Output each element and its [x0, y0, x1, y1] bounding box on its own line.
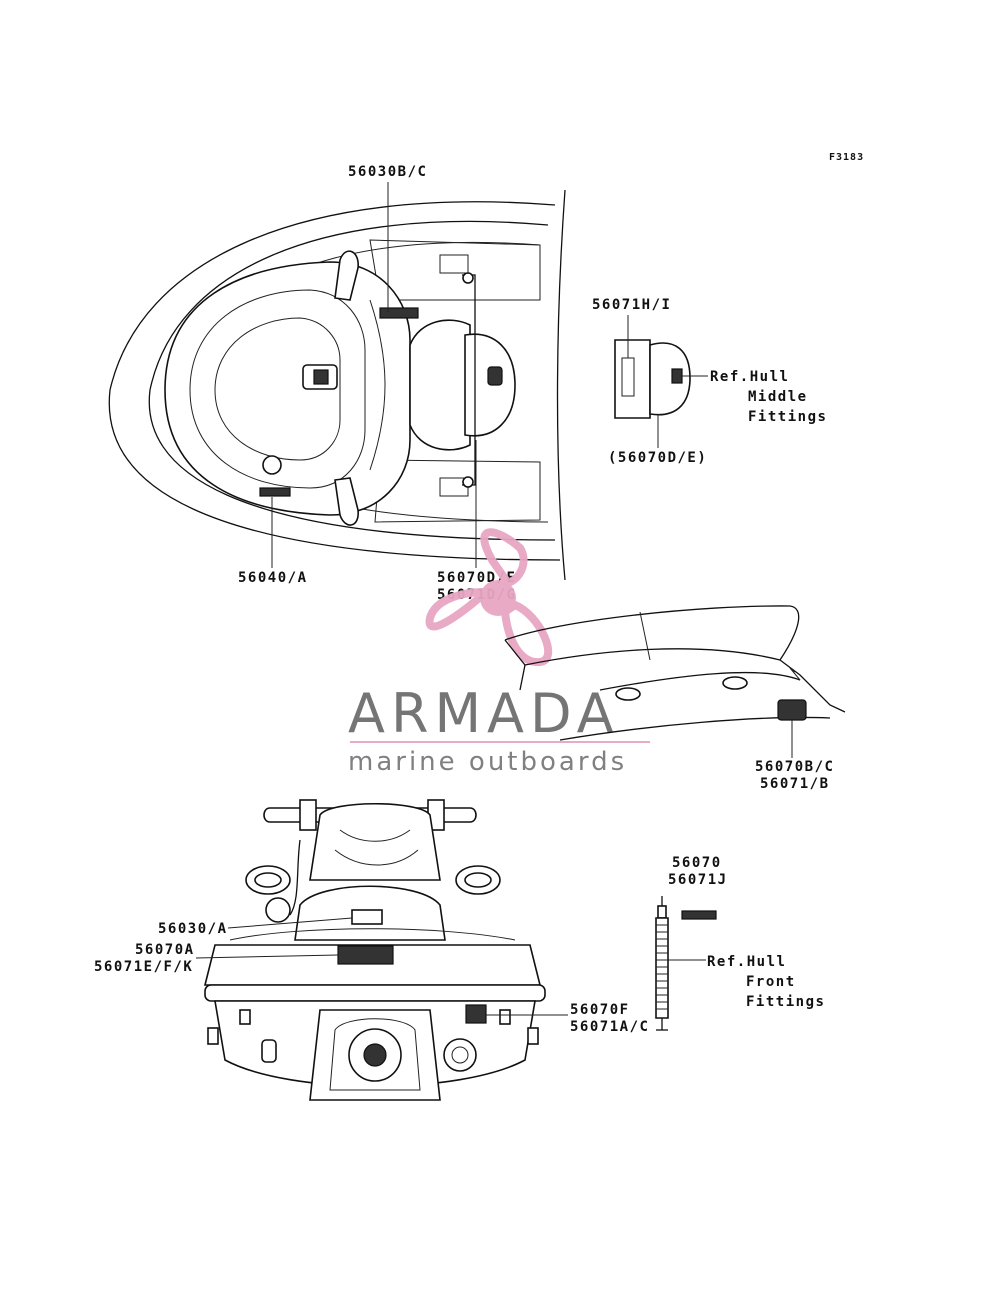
label-56030bc: 56030B/C	[348, 164, 427, 180]
front-fittings-detail	[655, 896, 717, 1031]
armada-logo: ARMADA marine outboards	[348, 528, 650, 777]
label-ref-front-3: Fittings	[746, 994, 825, 1010]
hull-top-view	[108, 189, 566, 581]
label-56070de-paren: (56070D/E)	[608, 450, 707, 466]
label-seat-1: 56070B/C	[755, 759, 834, 775]
propeller-blade-left	[425, 587, 497, 631]
label-ref-middle-3: Fittings	[748, 409, 827, 425]
label-ref-front-2: Front	[746, 974, 796, 990]
rear-view	[203, 799, 546, 1101]
leader-56070a	[195, 954, 339, 959]
propeller-hub	[480, 580, 516, 616]
label-rear-3: 56071E/F/K	[94, 959, 193, 975]
label-56040a: 56040/A	[238, 570, 308, 586]
label-seat-2: 56071/B	[760, 776, 830, 792]
label-rear-5: 56071A/C	[570, 1019, 649, 1035]
brand-name: ARMADA	[348, 682, 620, 745]
label-front-1: 56070	[672, 855, 722, 871]
label-rear-2: 56070A	[135, 942, 195, 958]
label-front-2: 56071J	[668, 872, 728, 888]
middle-fittings-detail	[614, 315, 708, 448]
label-ref-front-1: Ref.Hull	[707, 954, 786, 970]
figure-id: F3183	[829, 152, 864, 163]
label-ref-middle-2: Middle	[748, 389, 808, 405]
label-rear-4: 56070F	[570, 1002, 630, 1018]
label-56071hi: 56071H/I	[592, 297, 671, 313]
propeller-blade-top	[480, 528, 528, 588]
leader-56030a	[227, 917, 353, 929]
seat-side-view	[504, 605, 846, 758]
label-rear-1: 56030/A	[158, 921, 228, 937]
label-ref-middle-1: Ref.Hull	[710, 369, 789, 385]
brand-tagline: marine outboards	[348, 747, 627, 777]
